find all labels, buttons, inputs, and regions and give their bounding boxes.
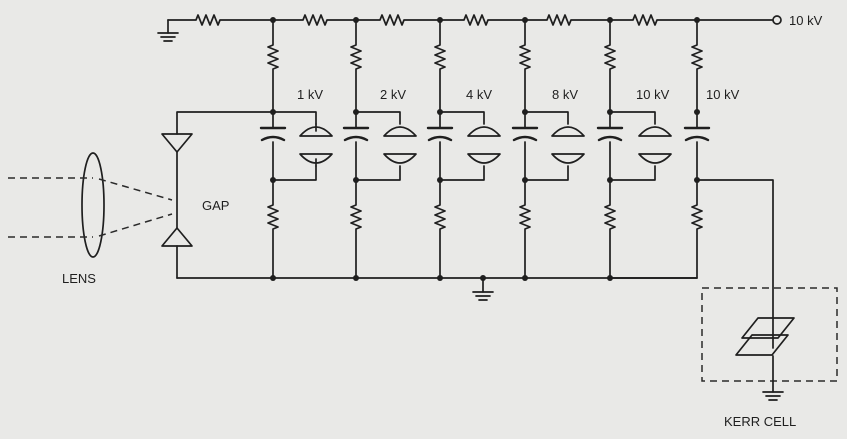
lens-icon: [81, 152, 105, 258]
kerr-cell-enclosure: [701, 287, 838, 382]
supply-voltage-label: 10 kV: [789, 13, 823, 28]
bottom-ground-icon: [472, 277, 494, 301]
lens-label: LENS: [62, 271, 96, 286]
kerr-cell-label: KERR CELL: [724, 414, 796, 429]
top-rail-wire: [167, 14, 774, 26]
stage-labels: 1 kV 2 kV 4 kV 8 kV 10 kV 10 kV: [297, 87, 740, 102]
stage-label-5: 10 kV: [636, 87, 670, 102]
stage-label-2: 2 kV: [380, 87, 406, 102]
stage-label-4: 8 kV: [552, 87, 578, 102]
stage-ladder: [259, 19, 711, 279]
spark-gaps: [270, 109, 700, 183]
kerr-cell-icon: [735, 317, 795, 401]
lens: LENS: [8, 152, 173, 286]
stage-label-6: 10 kV: [706, 87, 740, 102]
top-rail: 10 kV: [157, 13, 823, 42]
trigger-gap: GAP: [161, 111, 274, 279]
kerr-cell: KERR CELL: [696, 179, 838, 429]
gap-label: GAP: [202, 198, 229, 213]
capacitor-column: [259, 126, 711, 142]
stage-label-1: 1 kV: [297, 87, 323, 102]
top-left-ground-icon: [157, 19, 179, 42]
supply-terminal: [772, 15, 782, 25]
stage-label-3: 4 kV: [466, 87, 492, 102]
